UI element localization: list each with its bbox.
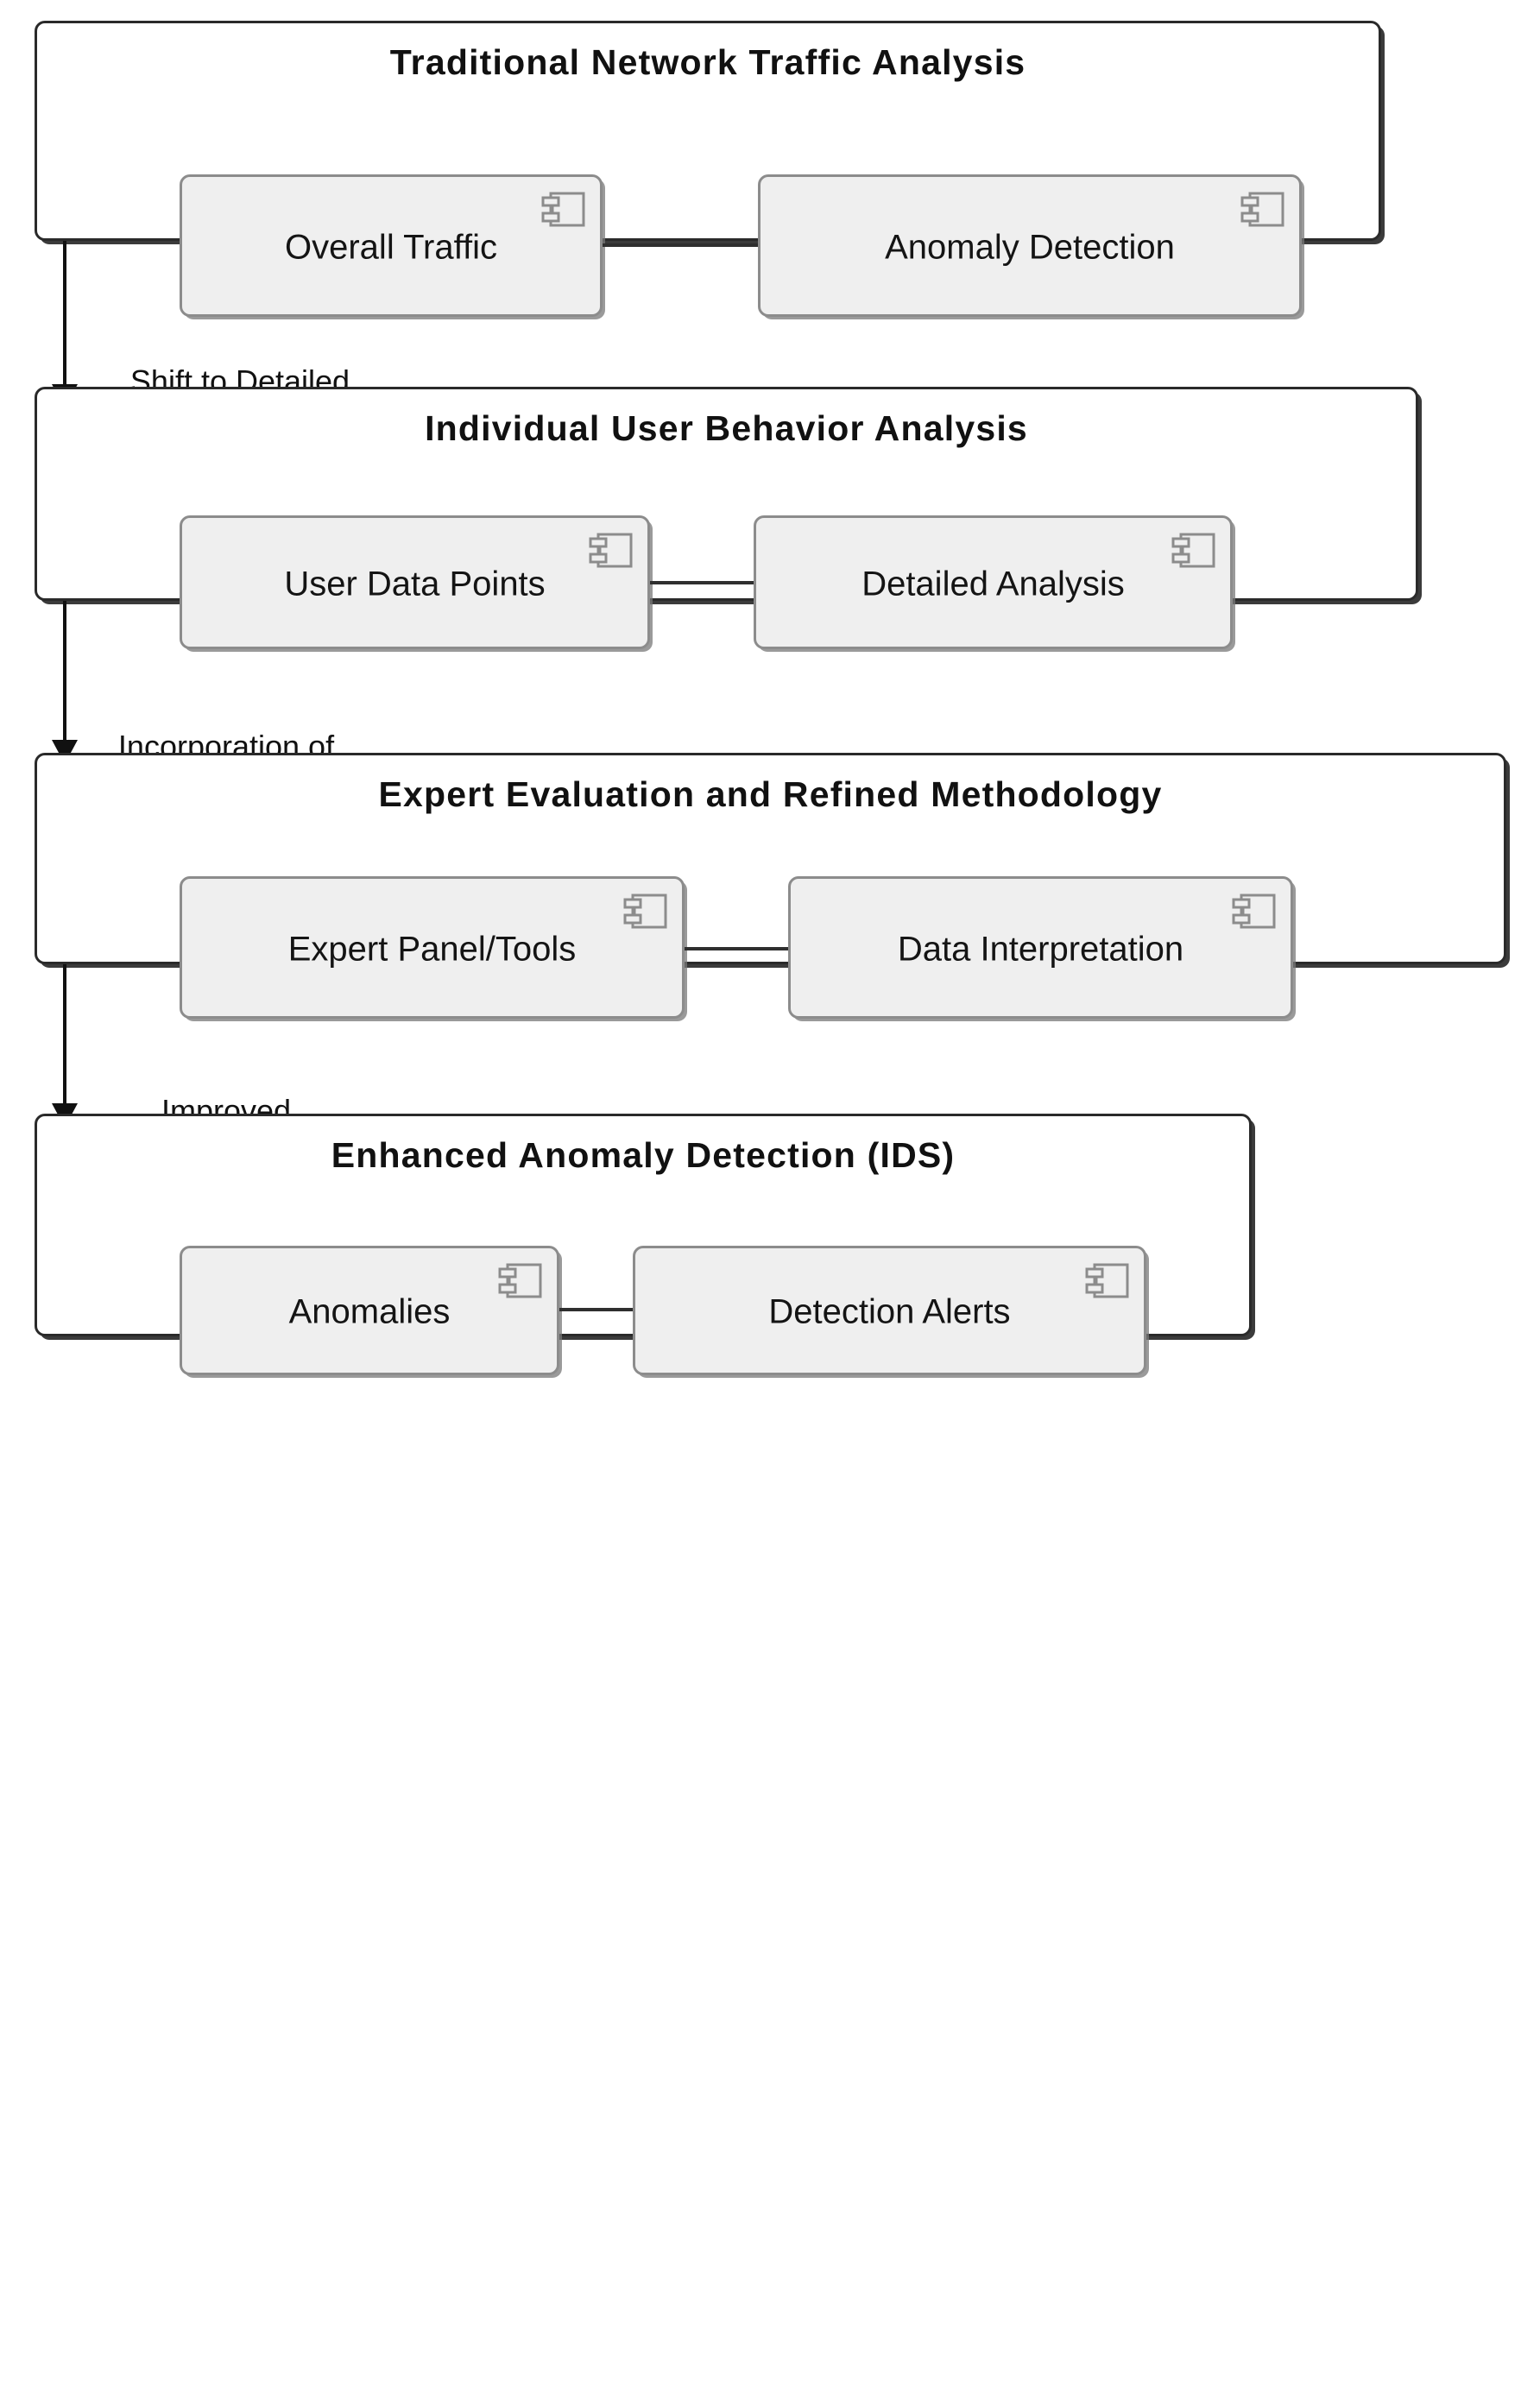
component-connector [650, 581, 754, 584]
group-title: Individual User Behavior Analysis [425, 408, 1028, 448]
group-expert-evaluation-and-refined-methodology[interactable]: Expert Evaluation and Refined Methodolog… [35, 753, 1506, 1019]
group-title: Enhanced Anomaly Detection (IDS) [331, 1135, 956, 1175]
arrow-shaft [63, 964, 66, 1105]
group-title: Expert Evaluation and Refined Methodolog… [378, 774, 1163, 814]
uml-component-icon [1171, 532, 1216, 570]
uml-component-icon [1240, 191, 1285, 229]
component-expert-panel-tools[interactable]: Expert Panel/Tools [180, 876, 685, 1019]
group-enhanced-anomaly-detection-ids[interactable]: Enhanced Anomaly Detection (IDS) Anomali… [35, 1114, 1252, 1375]
uml-component-icon [623, 893, 668, 931]
uml-component-icon [1085, 1262, 1130, 1300]
component-label: Overall Traffic [285, 227, 497, 266]
uml-component-icon [589, 532, 634, 570]
group-individual-user-behavior-analysis[interactable]: Individual User Behavior Analysis User D… [35, 387, 1418, 649]
component-user-data-points[interactable]: User Data Points [180, 515, 650, 649]
component-overall-traffic[interactable]: Overall Traffic [180, 174, 603, 317]
component-label: Anomalies [288, 1292, 451, 1331]
uml-component-icon [498, 1262, 543, 1300]
component-connector [559, 1308, 633, 1311]
component-label: User Data Points [284, 564, 546, 603]
component-label: Data Interpretation [897, 929, 1184, 968]
component-label: Detection Alerts [768, 1292, 1011, 1331]
component-data-interpretation[interactable]: Data Interpretation [788, 876, 1293, 1019]
group-traditional-network-traffic-analysis[interactable]: Traditional Network Traffic Analysis Ove… [35, 21, 1381, 317]
component-detection-alerts[interactable]: Detection Alerts [633, 1246, 1146, 1375]
component-label: Detailed Analysis [862, 564, 1125, 603]
component-anomaly-detection[interactable]: Anomaly Detection [758, 174, 1302, 317]
component-connector [603, 243, 758, 247]
uml-component-icon [541, 191, 586, 229]
uml-component-icon [1232, 893, 1277, 931]
arrow-shaft [63, 241, 66, 386]
arrow-shaft [63, 601, 66, 742]
group-title: Traditional Network Traffic Analysis [389, 42, 1026, 82]
component-label: Expert Panel/Tools [287, 929, 577, 968]
component-connector [685, 947, 788, 950]
component-anomalies[interactable]: Anomalies [180, 1246, 559, 1375]
component-detailed-analysis[interactable]: Detailed Analysis [754, 515, 1233, 649]
component-label: Anomaly Detection [885, 227, 1175, 266]
